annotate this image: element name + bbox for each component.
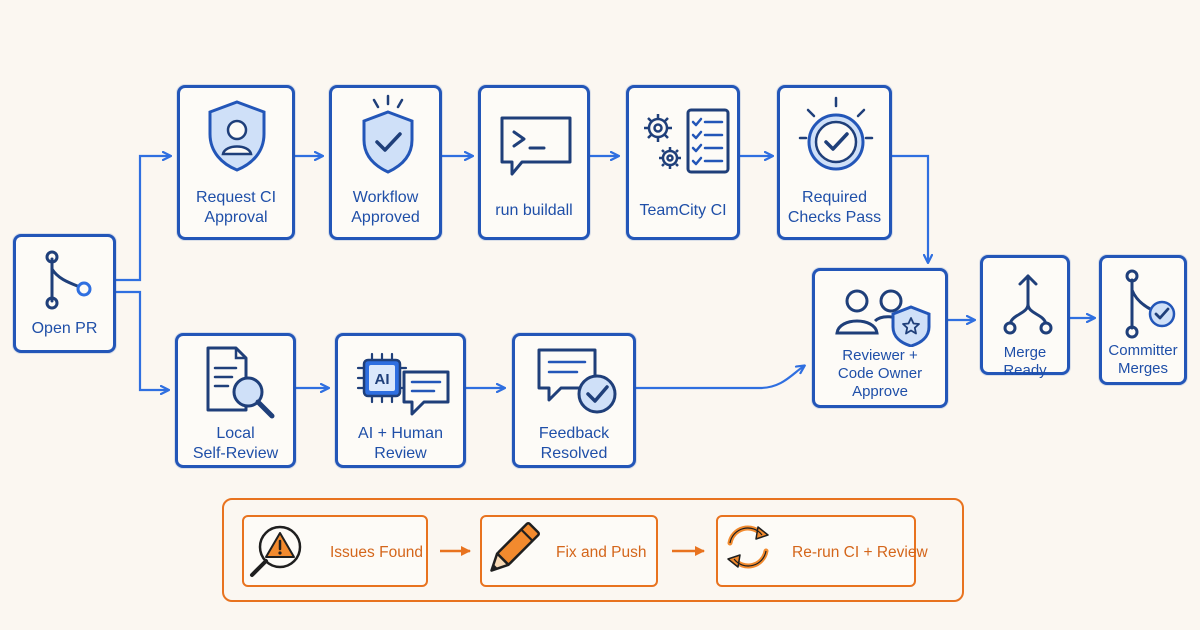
reviewers-shield-icon bbox=[835, 289, 931, 347]
arrow-feedback-to-reviewer bbox=[636, 366, 804, 390]
node-open-pr: Open PR bbox=[13, 234, 116, 353]
node-merge-ready: Merge Ready bbox=[980, 255, 1070, 379]
git-merge-check-icon bbox=[1125, 269, 1176, 339]
node-teamcity-ci-label: TeamCity CI bbox=[639, 202, 727, 219]
check-circle-icon bbox=[798, 96, 874, 171]
node-run-buildall: run buildall bbox=[478, 85, 590, 240]
terminal-chat-icon bbox=[500, 116, 572, 176]
chat-check-icon bbox=[537, 348, 617, 414]
feedback-loop-frame bbox=[222, 498, 964, 602]
fix-and-push-label: Fix and Push bbox=[556, 544, 647, 561]
node-request-ci-approval: Request CI Approval bbox=[177, 85, 295, 240]
warning-magnifier-icon bbox=[250, 525, 302, 577]
node-local-self-review-label: Local Self-Review bbox=[192, 425, 279, 462]
node-feedback-resolved-label: Feedback Resolved bbox=[538, 425, 610, 462]
node-open-pr-label: Open PR bbox=[31, 320, 98, 337]
pencil-icon bbox=[490, 522, 540, 572]
node-reviewer-code-owner-approve: Reviewer + Code Owner Approve bbox=[812, 268, 948, 408]
node-local-self-review: Local Self-Review bbox=[175, 333, 296, 468]
node-feedback-resolved: Feedback Resolved bbox=[512, 333, 636, 468]
ai-chip-chat-icon: AI bbox=[356, 352, 450, 416]
rerun-ci-review-label: Re-run CI + Review bbox=[792, 544, 928, 561]
node-ai-human-review: AI AI + Human Review bbox=[335, 333, 466, 468]
issues-found-label: Issues Found bbox=[330, 544, 424, 561]
node-workflow-approved-label: Workflow Approved bbox=[351, 189, 420, 226]
arrow-openpr-to-local-review bbox=[116, 290, 168, 390]
git-pull-request-icon bbox=[45, 250, 92, 310]
node-fix-and-push: Fix and Push bbox=[480, 515, 658, 587]
document-magnifier-icon bbox=[206, 346, 275, 419]
refresh-cycle-icon bbox=[727, 525, 769, 569]
node-rerun-ci-review: Re-run CI + Review bbox=[716, 515, 928, 587]
node-committer-merges-label: Committer Merges bbox=[1108, 342, 1178, 377]
node-teamcity-ci: TeamCity CI bbox=[626, 85, 740, 240]
node-workflow-approved: Workflow Approved bbox=[329, 85, 442, 240]
node-ai-human-review-label: AI + Human Review bbox=[358, 425, 443, 462]
node-merge-ready-label: Merge Ready bbox=[1003, 344, 1047, 379]
shield-user-icon bbox=[208, 100, 266, 172]
node-required-checks-label: Required Checks Pass bbox=[787, 189, 882, 226]
node-reviewer-approve-label: Reviewer + Code Owner Approve bbox=[837, 347, 923, 400]
ai-chip-text: AI bbox=[375, 371, 390, 388]
shield-check-icon bbox=[362, 94, 414, 174]
node-committer-merges: Committer Merges bbox=[1099, 255, 1187, 385]
git-merge-icon bbox=[1003, 274, 1053, 335]
arrow-openpr-to-request-ci bbox=[116, 156, 170, 282]
node-required-checks-pass: Required Checks Pass bbox=[777, 85, 892, 240]
node-request-ci-label: Request CI Approval bbox=[195, 189, 277, 226]
node-issues-found: Issues Found bbox=[242, 515, 428, 587]
gears-checklist-icon bbox=[644, 108, 730, 174]
arrow-checks-to-reviewer bbox=[892, 154, 928, 262]
node-run-buildall-label: run buildall bbox=[495, 202, 573, 219]
